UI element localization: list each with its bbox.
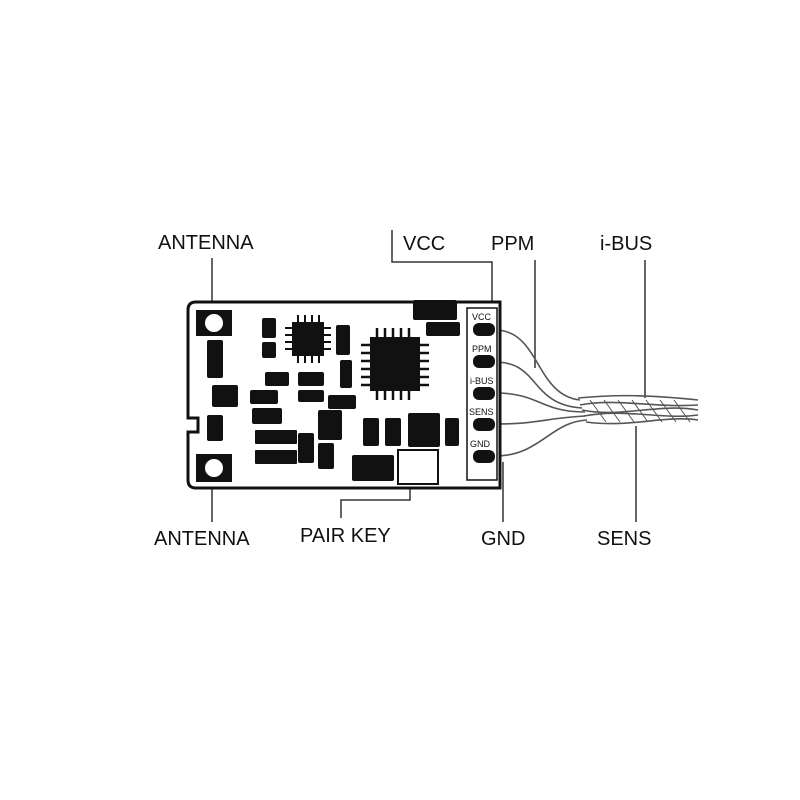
connector-pins (473, 323, 495, 463)
label-pair-key: PAIR KEY (300, 525, 391, 547)
label-antenna-top: ANTENNA (158, 232, 254, 254)
wire-gnd (494, 419, 588, 457)
leader-vcc (391, 230, 493, 312)
pin-label-gnd: GND (470, 439, 491, 449)
chip-small (285, 315, 331, 363)
label-gnd: GND (481, 528, 525, 550)
label-antenna-bottom: ANTENNA (154, 528, 250, 550)
wire-ppm (494, 361, 583, 409)
wire-vcc (494, 329, 581, 401)
wire-sens (494, 415, 586, 425)
antenna-connector-bottom (196, 454, 232, 482)
pin-label-ppm: PPM (472, 344, 492, 354)
chip-main (361, 328, 429, 400)
label-vcc: VCC (403, 233, 445, 255)
pair-key-button (397, 449, 439, 485)
pin-label-ibus: i-BUS (470, 376, 494, 386)
antenna-connector-top (196, 310, 232, 336)
leader-pair-key (340, 486, 411, 518)
pin-pad-sens (473, 418, 495, 431)
pin-pad-ibus (473, 387, 495, 400)
pin-pad-vcc (473, 323, 495, 336)
label-ibus: i-BUS (600, 233, 652, 255)
wire-bundle (494, 329, 699, 457)
wire-twist-1 (577, 394, 699, 401)
wire-twist-2 (579, 401, 699, 407)
wire-ibus (494, 392, 586, 413)
pin-pad-gnd (473, 450, 495, 463)
pin-pad-ppm (473, 355, 495, 368)
pin-label-sens: SENS (469, 407, 494, 417)
label-sens: SENS (597, 528, 651, 550)
smd-components (207, 300, 460, 481)
wire-twist-5 (585, 418, 699, 425)
wire-twist-hatch (589, 399, 691, 423)
label-ppm: PPM (491, 233, 534, 255)
pin-label-vcc: VCC (472, 312, 492, 322)
